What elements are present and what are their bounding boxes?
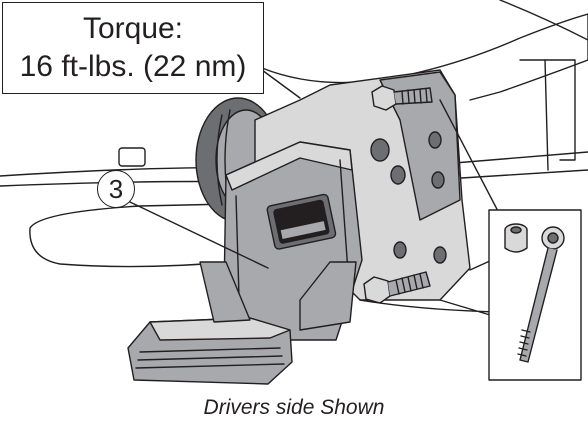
mount-clip: [118, 147, 146, 167]
bracket-hole: [433, 246, 447, 264]
torque-wrench-icon: [517, 226, 565, 363]
torque-label: Torque:: [82, 12, 184, 45]
lower-bolt-threads: [395, 273, 424, 295]
bracket-hole: [431, 171, 445, 189]
step-arm-face: [225, 141, 353, 191]
vehicle-frame-vertical: [544, 59, 549, 171]
step-tread-ribs: [135, 347, 285, 369]
lower-bolt-head: [363, 276, 391, 304]
upper-bolt-shaft: [393, 87, 433, 105]
tool-inset-box: [488, 209, 582, 381]
torque-value: 16 ft-lbs. (22 nm): [19, 50, 247, 83]
bracket-hole: [393, 241, 407, 259]
torque-leader: [261, 69, 301, 99]
bracket-hole: [390, 165, 406, 185]
upper-bolt-threads: [401, 88, 428, 105]
bracket-hole: [370, 138, 390, 162]
amp-logo-badge: [266, 193, 337, 250]
bracket-hole: [428, 131, 442, 149]
callout-number-circle: 3: [97, 170, 135, 208]
tread-link-left: [199, 261, 251, 323]
vehicle-body-edge: [499, 0, 588, 41]
socket-icon: [504, 223, 528, 253]
lower-trim-line: [359, 299, 501, 319]
figure-caption: Drivers side Shown: [203, 396, 385, 419]
upper-bolt-head: [371, 85, 397, 111]
skid-plate-left: [29, 203, 231, 268]
callout-leader: [129, 201, 269, 269]
callout-number: 3: [108, 173, 124, 204]
vehicle-frame-rail: [519, 59, 576, 161]
tread-link-right: [299, 261, 357, 331]
torque-spec-box: Torque: 16 ft-lbs. (22 nm): [2, 2, 264, 94]
